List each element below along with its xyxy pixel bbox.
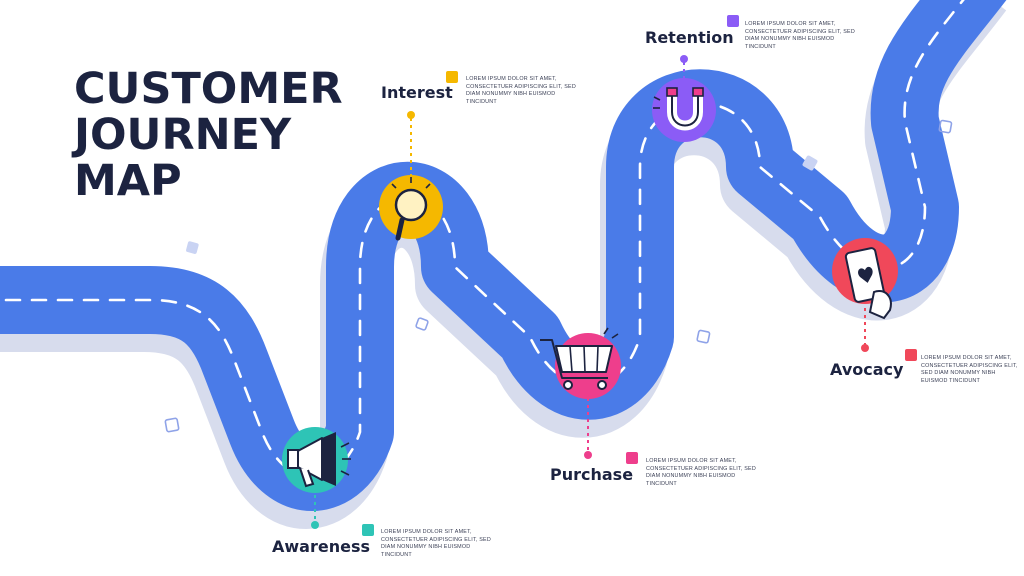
stage-desc-interest: Lorem ipsum dolor sit amet, consectetuer… bbox=[466, 76, 576, 105]
stage-desc-retention: Lorem ipsum dolor sit amet, consectetuer… bbox=[745, 21, 855, 50]
stage-label-avocacy: Avocacy bbox=[830, 360, 904, 379]
connector-dots bbox=[311, 55, 869, 529]
stage-label-retention: Retention bbox=[645, 28, 734, 47]
shopping-cart-icon bbox=[540, 327, 621, 399]
connectors bbox=[314, 62, 866, 522]
magnifier-icon bbox=[379, 175, 443, 241]
swatch-retention bbox=[727, 15, 739, 27]
swatch-awareness bbox=[362, 524, 374, 536]
swatch-purchase bbox=[626, 452, 638, 464]
swatch-interest bbox=[446, 71, 458, 83]
title-line-1: CUSTOMER bbox=[74, 64, 343, 114]
stage-desc-purchase: Lorem ipsum dolor sit amet, consectetuer… bbox=[646, 458, 756, 487]
stage-desc-avocacy: Lorem ipsum dolor sit amet, consectetuer… bbox=[921, 355, 1018, 384]
title-line-3: MAP bbox=[74, 156, 182, 206]
stage-label-awareness: Awareness bbox=[272, 537, 370, 556]
confetti-decorations bbox=[164, 119, 953, 433]
phone-heart-icon bbox=[832, 238, 898, 320]
swatch-avocacy bbox=[905, 349, 917, 361]
magnet-icon bbox=[652, 78, 716, 142]
megaphone-icon bbox=[282, 427, 351, 493]
stage-label-purchase: Purchase bbox=[550, 465, 634, 484]
stage-label-interest: Interest bbox=[381, 83, 453, 102]
title-line-2: JOURNEY bbox=[74, 110, 292, 160]
road-lane-markings bbox=[0, 0, 985, 477]
stage-desc-awareness: Lorem ipsum dolor sit amet, consectetuer… bbox=[381, 529, 491, 558]
page-title: CUSTOMER JOURNEY MAP bbox=[74, 66, 343, 204]
